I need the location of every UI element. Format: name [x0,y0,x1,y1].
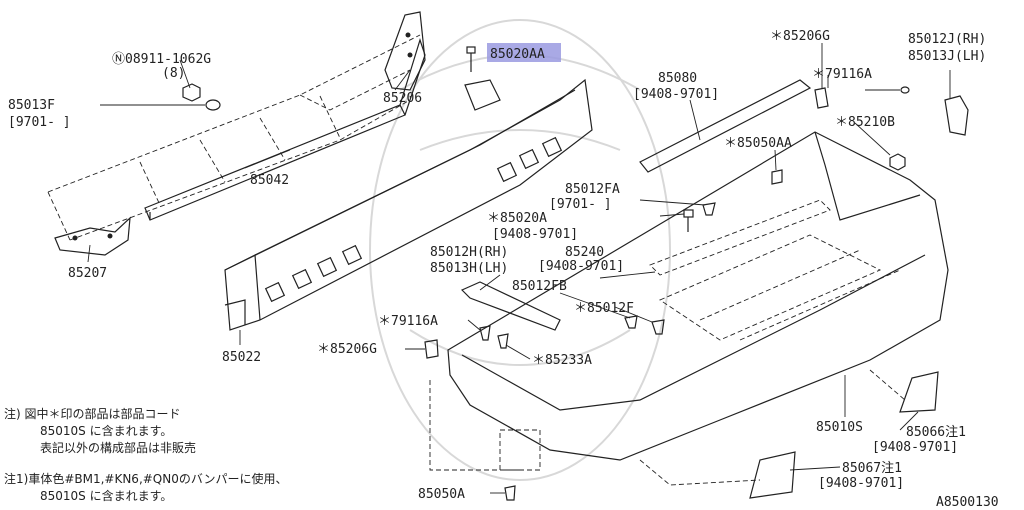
label-85206G-top[interactable]: ＊85206G [770,29,830,44]
part-85010S-bumper-cover[interactable] [429,131,949,486]
part-85020A-bolt[interactable] [683,209,694,232]
part-79116A-clip-top[interactable] [900,86,910,94]
label-85066-range: [9408-9701] [872,440,958,455]
watermark-emblem [369,19,671,481]
part-85207-bracket[interactable] [54,216,131,256]
note-2-line-2: 85010S に含まれます。 [40,488,172,503]
label-08911-qty: (8) [162,66,185,81]
label-85050AA[interactable]: ＊85050AA [724,136,792,151]
part-85020AA-bolt[interactable] [466,46,476,72]
label-85012J[interactable]: 85012J(RH) [908,32,986,47]
part-85042-panel[interactable] [47,34,426,241]
part-85240-rail[interactable] [649,199,831,276]
label-85013F-range: [9701- ] [8,115,71,130]
note-1-line-3: 表記以外の構成部品は非販売 [40,440,196,455]
leader-lines [87,43,951,494]
label-85042[interactable]: 85042 [250,173,289,188]
part-85206-bracket[interactable] [384,11,426,91]
part-85206G-clip-left[interactable] [424,339,439,359]
label-85020AA[interactable]: 85020AA [490,47,545,62]
label-85206G-left[interactable]: ＊85206G [317,342,377,357]
part-85022-beam[interactable] [224,78,593,331]
label-85012F[interactable]: ＊85012F [574,301,634,316]
part-85012FB-clip[interactable] [624,315,638,329]
part-85012FA-clip[interactable] [702,202,716,216]
part-85067-cover[interactable] [749,451,796,499]
note-1-line-2: 85010S に含まれます。 [40,423,172,438]
label-85013J[interactable]: 85013J(LH) [908,49,986,64]
part-85012H-bracket[interactable] [460,281,561,331]
label-85012FA-range: [9701- ] [549,197,612,212]
label-85012H[interactable]: 85012H(RH) [430,245,508,260]
diagram-id: A8500130 [936,495,999,510]
highlight-85020AA [487,43,561,62]
part-85012F-clip[interactable] [651,319,665,335]
label-85020A-range: [9408-9701] [492,227,578,242]
label-85233A[interactable]: ＊85233A [532,353,592,368]
part-85233A-screw[interactable] [497,333,509,349]
label-79116A-top[interactable]: ＊79116A [812,67,872,82]
label-85010S[interactable]: 85010S [816,420,863,435]
label-85050A[interactable]: 85050A [418,487,465,502]
note-2-line-1: 注1)車体色#BM1,#KN6,#QN0のバンパーに使用、 [4,471,287,486]
label-85207[interactable]: 85207 [68,266,107,281]
part-85066-cover[interactable] [899,371,939,413]
part-85012J-bracket[interactable] [944,95,969,136]
label-85067-range: [9408-9701] [818,476,904,491]
label-85240-range: [9408-9701] [538,259,624,274]
part-85210B-nut[interactable] [889,153,906,171]
part-85050A-clip[interactable] [504,485,516,501]
label-85210B[interactable]: ＊85210B [835,115,895,130]
part-85013F-washer[interactable] [182,83,221,111]
label-85067[interactable]: 85067注1 [842,461,902,476]
label-85022[interactable]: 85022 [222,350,261,365]
label-85066[interactable]: 85066注1 [906,425,966,440]
part-85050AA-clip[interactable] [771,169,783,185]
label-79116A-left[interactable]: ＊79116A [378,314,438,329]
part-85080-strip[interactable] [639,79,812,173]
label-85080-range: [9408-9701] [633,87,719,102]
label-85012FB[interactable]: 85012FB [512,279,567,294]
label-85013F[interactable]: 85013F [8,98,55,113]
part-85206G-clip-top[interactable] [814,87,829,109]
label-08911[interactable]: Ⓝ08911-1062G [112,52,211,67]
label-85013H[interactable]: 85013H(LH) [430,261,508,276]
label-85206[interactable]: 85206 [383,91,422,106]
label-85240[interactable]: 85240 [565,245,604,260]
label-85080[interactable]: 85080 [658,71,697,86]
note-1-line-1: 注) 図中＊印の部品は部品コード [4,406,181,421]
label-85020A[interactable]: ＊85020A [487,211,547,226]
label-85012FA[interactable]: 85012FA [565,182,620,197]
